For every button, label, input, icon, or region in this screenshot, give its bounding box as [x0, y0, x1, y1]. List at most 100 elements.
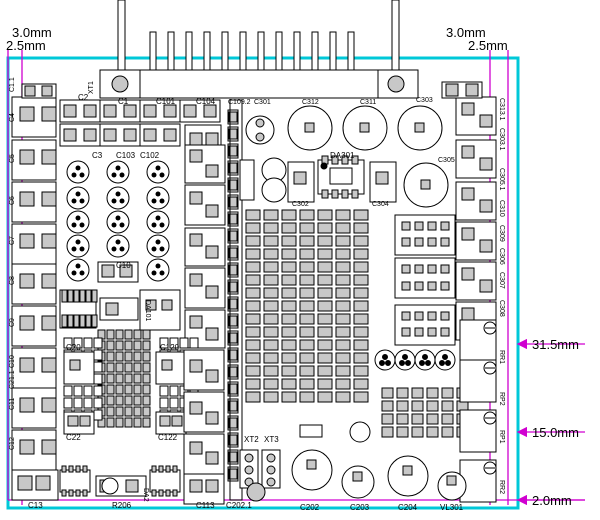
smd-pad	[441, 387, 454, 399]
transistor-pin	[155, 215, 161, 221]
left-capacitor-pad	[41, 397, 57, 413]
smd-pad	[441, 400, 454, 412]
transistor-pin	[115, 239, 121, 245]
smd-pad	[441, 426, 454, 438]
smd-pad	[396, 413, 409, 425]
pad	[461, 307, 475, 321]
pad	[189, 149, 203, 163]
smd-pad	[317, 235, 333, 247]
pad	[401, 264, 411, 274]
smd-pad	[245, 235, 261, 247]
pad	[465, 83, 479, 97]
strip-pad	[228, 298, 238, 310]
smd-pad	[299, 352, 315, 364]
smd-pad	[245, 222, 261, 234]
transistor-body	[146, 160, 170, 184]
label-c202: C202	[300, 503, 320, 512]
strip-pad	[228, 145, 238, 157]
capacitor-pad	[420, 179, 431, 190]
smd-body	[299, 424, 323, 438]
connector-pin	[149, 31, 157, 73]
smd-pad	[381, 387, 394, 399]
connector-pin	[329, 31, 337, 73]
smd-pad	[106, 340, 115, 351]
pad	[321, 189, 329, 199]
pad	[341, 155, 349, 165]
pad	[123, 128, 137, 142]
pad	[401, 281, 411, 291]
left-column-label: C7	[9, 236, 16, 245]
smd-cell	[73, 337, 83, 349]
smd-pad	[281, 261, 297, 273]
label-c303-1: C303.1	[498, 128, 505, 151]
pin1-marker	[320, 162, 328, 170]
smd-cell	[93, 385, 103, 397]
smd-pad	[281, 222, 297, 234]
left-capacitor-pad	[19, 191, 35, 207]
transistor-pin	[159, 222, 165, 228]
transistor-pin	[159, 198, 165, 204]
smd-pad	[245, 326, 261, 338]
transistor-pin	[159, 172, 165, 178]
pad	[91, 289, 98, 303]
smd-pad	[353, 391, 369, 403]
smd-pad	[299, 391, 315, 403]
smd-pad	[106, 417, 115, 428]
smd-pad	[115, 384, 124, 395]
bottom-capacitor	[437, 471, 467, 501]
pad	[83, 104, 97, 118]
connector-pin	[203, 31, 211, 73]
pad	[151, 465, 157, 473]
smd-pad	[299, 209, 315, 221]
pad	[67, 415, 79, 427]
smd-pad	[335, 248, 351, 260]
label-vl301: VL301	[440, 503, 464, 512]
smd-pad	[335, 287, 351, 299]
transistor-body	[106, 210, 130, 234]
pad	[82, 489, 88, 497]
pad	[306, 459, 317, 470]
capacitor-pad	[359, 122, 370, 133]
pad	[163, 128, 177, 142]
smd-pad	[133, 362, 142, 373]
smd-pad	[335, 313, 351, 325]
pad	[427, 281, 437, 291]
smd-pad	[263, 391, 279, 403]
smd-pad	[299, 300, 315, 312]
pad	[172, 489, 178, 497]
smd-pad	[335, 326, 351, 338]
smd-cell	[169, 385, 179, 397]
pin	[439, 360, 445, 366]
label-rr1: RR1	[498, 350, 505, 364]
smd-pad	[411, 400, 424, 412]
label-c303: C303	[416, 97, 433, 104]
left-capacitor-pad	[41, 315, 57, 331]
connector-pin	[347, 31, 355, 73]
pad	[189, 233, 203, 247]
pad	[331, 189, 339, 199]
smd-pad	[353, 261, 369, 273]
left-capacitor-pad	[19, 397, 35, 413]
pad	[161, 359, 173, 371]
label-c3: C3	[92, 151, 103, 160]
smd-cell	[63, 337, 73, 349]
label-r206: R206	[112, 501, 132, 510]
strip-pad	[228, 349, 238, 361]
smd-cell	[63, 397, 73, 409]
smd-pad	[115, 417, 124, 428]
pad	[61, 314, 68, 328]
label-c2: C2	[78, 93, 89, 102]
smd-pad	[335, 235, 351, 247]
pad	[427, 311, 437, 321]
chip-body	[149, 469, 181, 493]
smd-cell	[93, 373, 103, 385]
relay-body	[394, 257, 456, 299]
pin	[379, 360, 385, 366]
left-capacitor-pad	[19, 357, 35, 373]
label-xt2: XT2	[244, 435, 259, 444]
pad	[205, 327, 219, 341]
bottom-capacitor	[341, 465, 375, 499]
smd-pad	[353, 352, 369, 364]
pad	[479, 114, 493, 128]
smd-pad	[299, 339, 315, 351]
